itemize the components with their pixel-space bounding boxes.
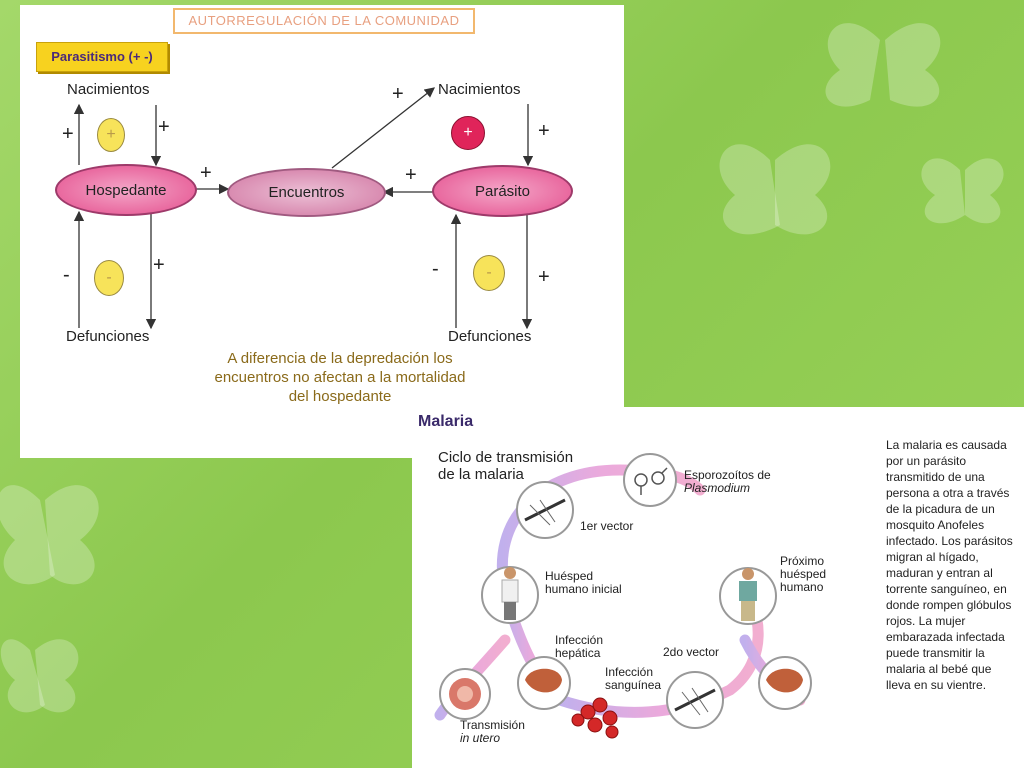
cycle-title: Ciclo de transmisión de la malaria	[438, 449, 574, 483]
parasite-death-negative-marker: -	[473, 255, 505, 291]
community-regulation-title: AUTORREGULACIÓN DE LA COMUNIDAD	[173, 8, 475, 34]
blood-infection-label: Infección sanguínea	[605, 665, 662, 692]
next-host-label: Próximo huésped humano	[780, 554, 827, 594]
sporozoites-icon	[623, 453, 677, 507]
host-node: Hospedante	[55, 164, 197, 216]
first-vector-label: 1er vector	[580, 519, 634, 533]
malaria-description: La malaria es causada por un parásito tr…	[886, 438, 1013, 692]
parasite-births-label: Nacimientos	[438, 81, 521, 98]
liver-icon	[758, 656, 812, 710]
parasite-deaths-label: Defunciones	[448, 328, 532, 345]
sign-plus: +	[538, 266, 550, 288]
second-vector-label: 2do vector	[663, 645, 720, 659]
sign-minus: -	[63, 264, 70, 286]
initial-host-label: Huésped humano inicial	[545, 569, 622, 596]
next-human-host-icon	[719, 567, 777, 625]
sign-plus: +	[62, 123, 74, 145]
second-vector-mosquito-icon	[666, 671, 724, 729]
parasitism-panel	[20, 5, 624, 458]
host-births-label: Nacimientos	[67, 81, 150, 98]
parasite-birth-positive-marker: +	[451, 116, 485, 150]
hepatic-infection-label: Infección hepática	[555, 633, 604, 660]
sign-plus: +	[392, 83, 404, 105]
host-birth-positive-marker: +	[97, 118, 125, 152]
sign-plus: +	[538, 120, 550, 142]
red-blood-cells-icon	[571, 697, 619, 739]
encounters-node: Encuentros	[227, 168, 386, 217]
encounters-to-births-arrow	[331, 87, 436, 169]
predation-note: A diferencia de la depredación los encue…	[214, 350, 466, 405]
fetus-icon	[439, 668, 491, 720]
sign-plus: +	[153, 254, 165, 276]
sign-minus: -	[432, 258, 439, 280]
liver-icon	[517, 656, 571, 710]
parasite-node: Parásito	[432, 165, 573, 217]
sign-plus: +	[405, 164, 417, 186]
initial-human-host-icon	[481, 566, 539, 624]
first-vector-mosquito-icon	[516, 481, 574, 539]
sporozoites-label: Esporozoítos de Plasmodium	[684, 468, 771, 495]
cycle-upper-arc	[496, 464, 706, 596]
host-deaths-label: Defunciones	[66, 328, 150, 345]
host-death-negative-marker: -	[94, 260, 124, 296]
sign-plus: +	[158, 116, 170, 138]
parasitism-badge: Parasitismo (+ -)	[36, 42, 168, 72]
malaria-title: Malaria	[418, 413, 474, 430]
utero-transmission-label: Transmisión in utero	[460, 718, 525, 745]
sign-plus: +	[200, 162, 212, 184]
